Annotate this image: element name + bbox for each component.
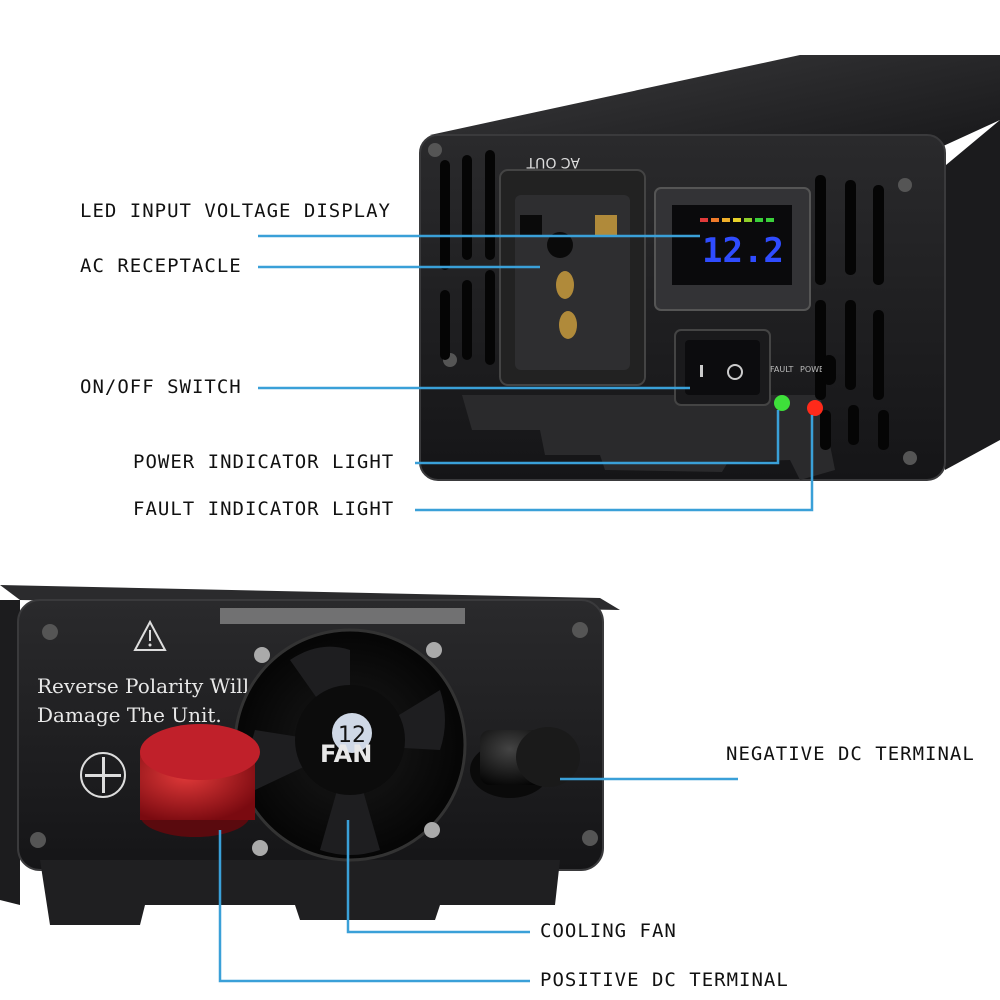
callout-cooling-fan: COOLING FAN [540, 920, 677, 942]
screw-icon [30, 832, 46, 848]
warning-text-line2: Damage The Unit. [37, 703, 222, 727]
rear-mounting-flange [40, 860, 560, 925]
callout-positive-terminal: POSITIVE DC TERMINAL [540, 969, 789, 991]
power-led-label: POWER [800, 365, 830, 374]
screw-icon [42, 624, 58, 640]
left-vent-slots [440, 150, 495, 365]
callout-on-off-switch: ON/OFF SWITCH [80, 376, 242, 398]
plus-icon [80, 752, 126, 798]
fault-indicator-led [807, 400, 823, 416]
screw-icon [572, 622, 588, 638]
warning-icon [133, 619, 167, 651]
warning-icon-dot [148, 643, 152, 647]
front-inverter-unit: AC OUT 12.2 FAULT POWER [419, 55, 1000, 481]
socket-hole [520, 215, 542, 237]
switch-rocker[interactable] [685, 340, 760, 395]
screw-icon [898, 178, 912, 192]
negative-terminal-cap [516, 727, 580, 787]
switch-off-mark [727, 364, 743, 380]
fan-sticker [332, 713, 372, 753]
fault-led-label: FAULT [770, 365, 794, 374]
voltage-readout: 12.2 [702, 231, 784, 271]
switch-on-mark [700, 365, 703, 377]
screw-icon [252, 840, 268, 856]
mounting-flange [462, 395, 835, 480]
screw-icon [582, 830, 598, 846]
plus-icon-bar [102, 757, 105, 793]
unit-left-side [0, 600, 20, 905]
vent-slot [822, 355, 836, 385]
rear-inverter-unit: Reverse Polarity Will Damage The Unit. 1… [0, 585, 620, 925]
callout-ac-receptacle: AC RECEPTACLE [80, 255, 242, 277]
leader-line-fault-light [415, 415, 814, 512]
callout-led-display: LED INPUT VOLTAGE DISPLAY [80, 200, 391, 222]
ac-out-label: AC OUT [526, 154, 580, 170]
fan-number: 12 [338, 723, 366, 748]
leader-line-power-light [415, 410, 780, 465]
led-bar-graph [700, 218, 774, 222]
screw-icon [424, 822, 440, 838]
socket-hole [556, 271, 574, 299]
unit-right-side [940, 120, 1000, 470]
screw-icon [254, 647, 270, 663]
warning-icon-mark [149, 630, 151, 641]
warning-text-line1: Reverse Polarity Will [37, 674, 249, 698]
power-indicator-led [774, 395, 790, 411]
screw-icon [426, 642, 442, 658]
callout-negative-terminal: NEGATIVE DC TERMINAL [726, 743, 975, 765]
leader-line-positive-terminal [218, 830, 530, 983]
rear-label-strip [220, 608, 465, 624]
screw-icon [428, 143, 442, 157]
callout-power-light: POWER INDICATOR LIGHT [133, 451, 395, 473]
socket-hole [547, 232, 573, 258]
socket-hole [559, 311, 577, 339]
screw-icon [903, 451, 917, 465]
leader-lines [218, 234, 814, 983]
fan-label: FAN [320, 740, 372, 768]
callout-fault-light: FAULT INDICATOR LIGHT [133, 498, 395, 520]
socket-hole [595, 215, 617, 237]
positive-terminal-top [140, 724, 260, 780]
leader-line-cooling-fan [346, 820, 530, 934]
